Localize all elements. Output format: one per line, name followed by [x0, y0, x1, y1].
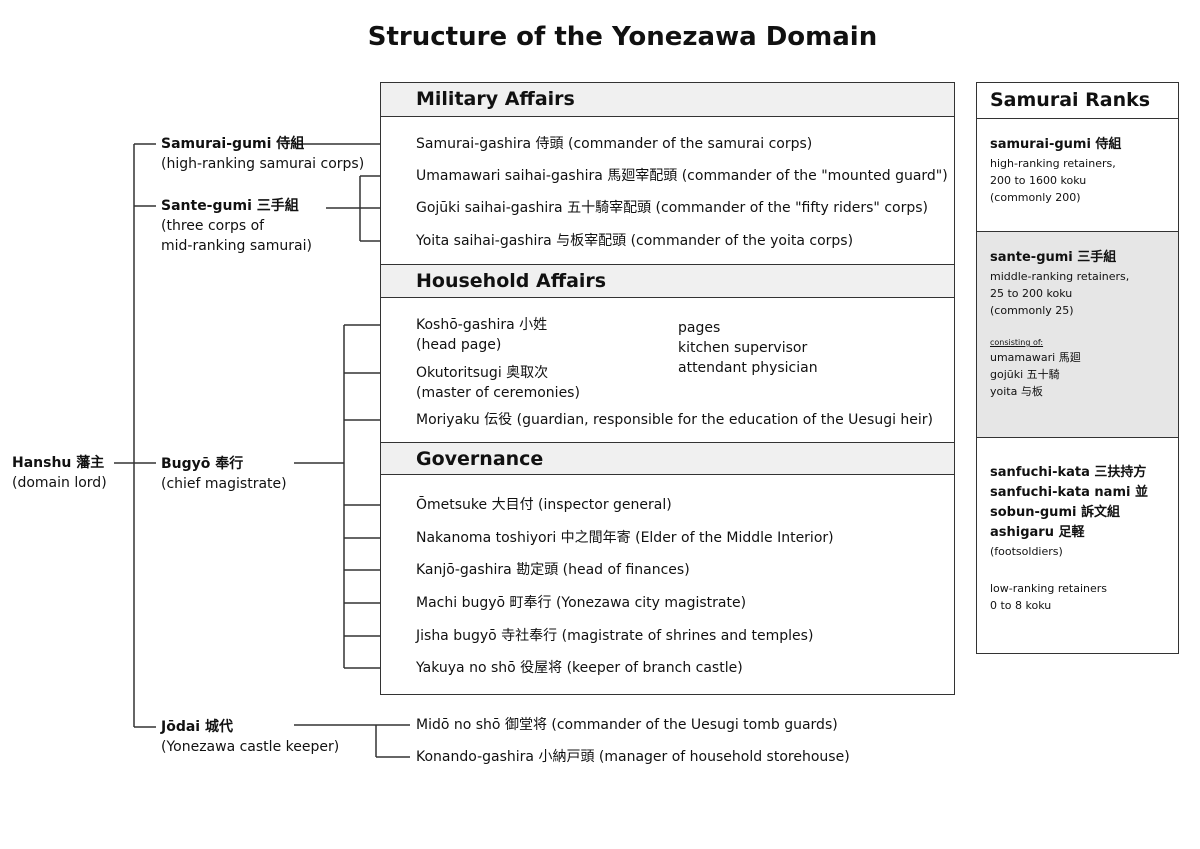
rank-line: 200 to 1600 koku [990, 174, 1087, 187]
affairs-box: Military Affairs Household Affairs Gover… [380, 82, 955, 695]
kosho-sub-item: pages [678, 320, 721, 336]
branch-samurai-gumi: Samurai-gumi 侍組 (high-ranking samurai co… [161, 134, 364, 174]
governance-item: Jisha bugyō 寺社奉行 (magistrate of shrines … [416, 628, 814, 644]
rank-high: samurai-gumi 侍組 high-ranking retainers, … [977, 119, 1178, 231]
rank-line: low-ranking retainers [990, 582, 1108, 595]
rank-name: sobun-gumi 訴文組 [990, 505, 1120, 520]
branch-name: Samurai-gumi 侍組 [161, 136, 305, 152]
branch-desc: (chief magistrate) [161, 476, 287, 492]
branch-jodai: Jōdai 城代 (Yonezawa castle keeper) [161, 717, 339, 757]
branch-name: Sante-gumi 三手組 [161, 198, 299, 214]
household-item-line: (master of ceremonies) [416, 385, 580, 401]
branch-desc: (Yonezawa castle keeper) [161, 739, 340, 755]
rank-member: gojūki 五十騎 [990, 368, 1060, 381]
branch-name: Bugyō 奉行 [161, 456, 244, 472]
military-item: Yoita saihai-gashira 与板宰配頭 (commander of… [416, 233, 854, 249]
rank-name: sanfuchi-kata nami 並 [990, 485, 1148, 500]
governance-item: Ōmetsuke 大目付 (inspector general) [416, 497, 672, 513]
root-node: Hanshu 藩主 (domain lord) [12, 453, 107, 493]
governance-item: Nakanoma toshiyori 中之間年寄 (Elder of the M… [416, 530, 834, 546]
military-item: Samurai-gashira 侍頭 (commander of the sam… [416, 136, 813, 152]
ranks-title: Samurai Ranks [977, 83, 1178, 119]
rank-line: high-ranking retainers, [990, 157, 1116, 170]
root-desc: (domain lord) [12, 475, 107, 491]
governance-item: Machi bugyō 町奉行 (Yonezawa city magistrat… [416, 595, 747, 611]
branch-desc: mid-ranking samurai) [161, 238, 312, 254]
military-item: Gojūki saihai-gashira 五十騎宰配頭 (commander … [416, 200, 928, 216]
rank-name: ashigaru 足軽 [990, 525, 1085, 540]
household-item-moriyaku: Moriyaku 伝役 (guardian, responsible for t… [416, 412, 934, 428]
branch-desc: (three corps of [161, 218, 265, 234]
jodai-item: Konando-gashira 小納戸頭 (manager of househo… [416, 749, 850, 765]
rank-member: umamawari 馬廻 [990, 351, 1081, 364]
branch-sante-gumi: Sante-gumi 三手組 (three corps of mid-ranki… [161, 196, 312, 256]
household-item-line: Okutoritsugi 奥取次 [416, 365, 549, 381]
rank-line: 0 to 8 koku [990, 599, 1052, 612]
branch-bugyo: Bugyō 奉行 (chief magistrate) [161, 454, 287, 494]
governance-item: Kanjō-gashira 勘定頭 (head of finances) [416, 562, 690, 578]
branch-name: Jōdai 城代 [161, 719, 233, 735]
section-header-household: Household Affairs [381, 264, 954, 298]
rank-name: sanfuchi-kata 三扶持方 [990, 465, 1147, 480]
rank-member: yoita 与板 [990, 385, 1043, 398]
rank-line: (commonly 200) [990, 191, 1081, 204]
household-item-line: (head page) [416, 337, 502, 353]
rank-name: samurai-gumi 侍組 [990, 137, 1122, 152]
rank-line: (commonly 25) [990, 304, 1074, 317]
military-item: Umamawari saihai-gashira 馬廻宰配頭 (commande… [416, 168, 948, 184]
household-item-kosho: Koshō-gashira 小姓 (head page) [416, 315, 547, 355]
governance-item: Yakuya no shō 役屋将 (keeper of branch cast… [416, 660, 743, 676]
rank-middle: sante-gumi 三手組 middle-ranking retainers,… [977, 231, 1178, 438]
page-title: Structure of the Yonezawa Domain [367, 22, 878, 52]
branch-desc: (high-ranking samurai corps) [161, 156, 365, 172]
section-header-military: Military Affairs [381, 83, 954, 117]
rank-line: middle-ranking retainers, [990, 270, 1130, 283]
rank-line: 25 to 200 koku [990, 287, 1073, 300]
root-name: Hanshu 藩主 [12, 455, 105, 471]
kosho-sub-item: attendant physician [678, 360, 818, 376]
jodai-item: Midō no shō 御堂将 (commander of the Uesugi… [416, 717, 838, 733]
rank-low: sanfuchi-kata 三扶持方 sanfuchi-kata nami 並 … [977, 439, 1178, 653]
ranks-box: Samurai Ranks samurai-gumi 侍組 high-ranki… [976, 82, 1179, 654]
rank-consisting-label: consisting of: [990, 338, 1044, 347]
household-item-okutoritsugi: Okutoritsugi 奥取次 (master of ceremonies) [416, 363, 580, 403]
kosho-sub-item: kitchen supervisor [678, 340, 808, 356]
section-header-governance: Governance [381, 442, 954, 475]
rank-name: sante-gumi 三手組 [990, 250, 1117, 265]
rank-note: (footsoldiers) [990, 545, 1063, 558]
household-item-line: Koshō-gashira 小姓 [416, 317, 548, 333]
